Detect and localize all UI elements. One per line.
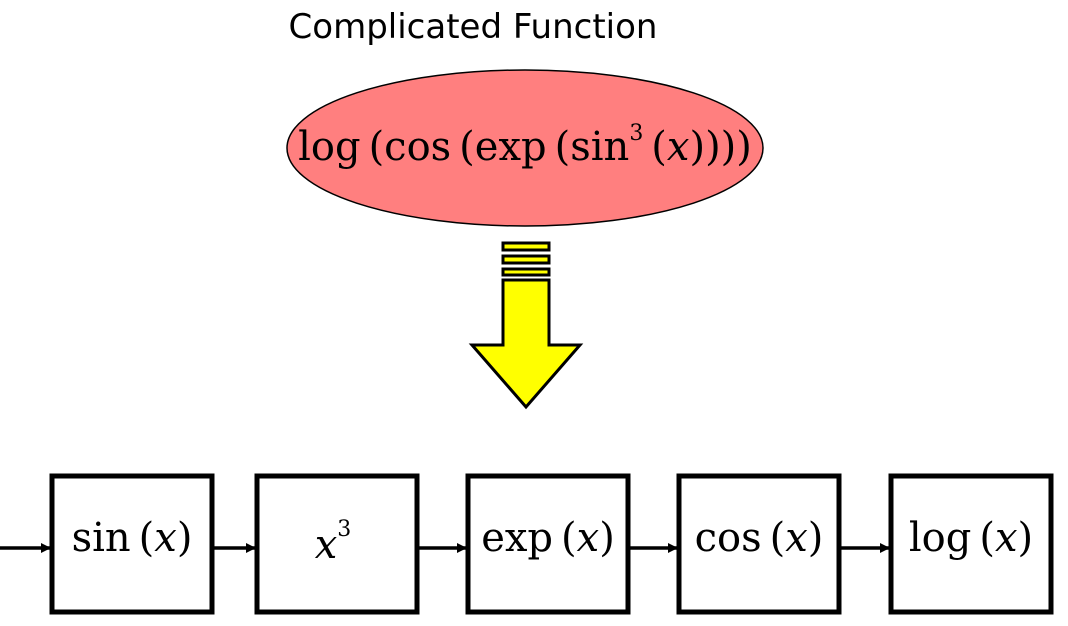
box-cube-label: x3	[315, 517, 352, 568]
composite-ellipse	[286, 69, 764, 227]
box-cos	[676, 473, 842, 615]
box-log	[888, 473, 1054, 615]
decomposition-arrow	[468, 241, 584, 410]
down-arrow-icon	[468, 278, 584, 410]
composite-expression: log (cos (exp (sin3 (x))))	[298, 121, 752, 170]
box-sin	[49, 473, 215, 615]
arrow-bar-3	[501, 267, 551, 277]
arrow-bar-2	[501, 254, 551, 265]
composite-function-node: log (cos (exp (sin3 (x))))	[286, 69, 764, 227]
box-exp-label: exp (x)	[481, 515, 615, 561]
box-sin-label: sin (x)	[72, 515, 193, 561]
diagram-title: Complicated Function	[289, 7, 658, 47]
box-cos-label: cos (x)	[695, 515, 824, 561]
box-exp	[465, 473, 631, 615]
box-cube	[254, 473, 420, 615]
arrow-bar-1	[501, 241, 551, 252]
box-log-label: log (x)	[909, 515, 1033, 561]
function-chain: sin (x) x3 exp (x) cos (x) log (x)	[0, 473, 1054, 615]
